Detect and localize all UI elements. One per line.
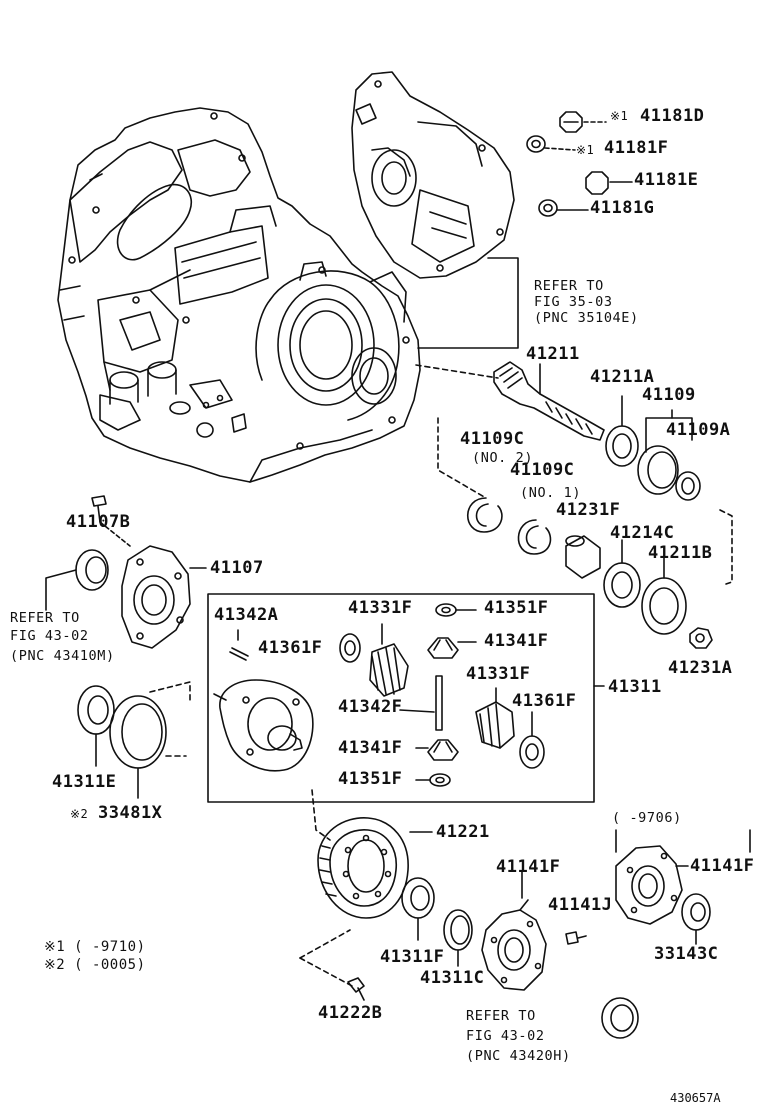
part-label-41311c: 41311C	[420, 968, 485, 988]
part-label-41221: 41221	[436, 822, 490, 842]
pin-41342a	[229, 629, 249, 661]
shaft-41342f	[399, 675, 443, 731]
part-label-41181f: 41181F	[604, 138, 669, 158]
ref-43-02-b-line3: (PNC 43420H)	[466, 1048, 571, 1064]
note-mark-1-f: ※1	[576, 143, 595, 157]
bearing-41211b	[641, 555, 687, 635]
side-gear-41331f-a	[369, 623, 409, 697]
washer-41361f-b	[519, 711, 545, 769]
race-41109a	[675, 471, 701, 501]
ref-35-03-line2: FIG 35-03	[534, 294, 613, 310]
part-label-41231a: 41231A	[668, 658, 733, 678]
part-label-41341f-b: 41341F	[338, 738, 403, 758]
seal-ref-43410m	[45, 549, 109, 611]
race-41311c	[443, 909, 473, 967]
qualifier-no1: (NO. 1)	[520, 485, 582, 501]
part-label-41107b: 41107B	[66, 512, 131, 532]
part-label-41331f-a: 41331F	[348, 598, 413, 618]
part-label-41109c-no1: 41109C	[510, 460, 575, 480]
ref-43-02-a-line1: REFER TO	[10, 610, 80, 626]
part-label-41181g: 41181G	[590, 198, 655, 218]
differential-group-box	[207, 593, 595, 803]
bolt-41107b	[91, 495, 131, 547]
part-label-41331f-b: 41331F	[466, 664, 531, 684]
ring-gear-41221	[317, 817, 433, 919]
part-label-41107: 41107	[210, 558, 264, 578]
qualifier-no2: (NO. 2)	[472, 450, 534, 466]
seal-33143c	[681, 893, 711, 945]
bearing-41214c	[603, 539, 641, 608]
collar-41231f	[565, 535, 601, 579]
part-label-41109: 41109	[642, 385, 696, 405]
part-label-41109c-no2: 41109C	[460, 429, 525, 449]
bolt-41141j	[565, 931, 587, 945]
part-label-41351f-b: 41351F	[338, 769, 403, 789]
part-label-41211b: 41211B	[648, 543, 713, 563]
ref-43-02-a-line3: (PNC 43410M)	[10, 648, 115, 664]
note-mark-2: ※2	[70, 807, 89, 821]
part-label-41141j: 41141J	[548, 895, 613, 915]
part-label-41181e: 41181E	[634, 170, 699, 190]
ref-43-02-b-line2: FIG 43-02	[466, 1028, 545, 1044]
part-label-41311f: 41311F	[380, 947, 445, 967]
bearing-41109	[637, 409, 693, 495]
bell-housing-illustration	[351, 71, 515, 279]
part-label-41311e: 41311E	[52, 772, 117, 792]
nut-41231a	[689, 627, 713, 649]
part-label-41351f-a: 41351F	[484, 598, 549, 618]
part-label-41361f-a: 41361F	[258, 638, 323, 658]
ref-35-03-line3: (PNC 35104E)	[534, 310, 639, 326]
footnote-1: ※1 ( -9710)	[44, 939, 146, 955]
part-label-41341f-a: 41341F	[484, 631, 549, 651]
qualifier-range-9706: ( -9706)	[612, 810, 682, 826]
part-label-41231f: 41231F	[556, 500, 621, 520]
retainer-41141f-b	[615, 845, 689, 925]
side-gear-41331f-b	[475, 687, 515, 749]
illustration-code: 430657A	[670, 1091, 721, 1105]
gasket-41181g	[538, 199, 589, 217]
transaxle-case-illustration	[57, 107, 421, 483]
snap-ring-41109c-no1	[517, 519, 552, 555]
part-label-41222b: 41222B	[318, 1003, 383, 1023]
bolt-41222b	[347, 977, 365, 1001]
gasket-41181f	[526, 135, 576, 153]
ref-43-02-a-line2: FIG 43-02	[10, 628, 89, 644]
part-label-41141f-b: 41141F	[690, 856, 755, 876]
part-label-41181d: 41181D	[640, 106, 705, 126]
ref-43-02-b-line1: REFER TO	[466, 1008, 536, 1024]
part-label-41361f-b: 41361F	[512, 691, 577, 711]
part-label-41214c: 41214C	[610, 523, 675, 543]
bearing-41211a	[605, 395, 639, 467]
retainer-41141f-a	[481, 871, 547, 991]
part-label-41342a: 41342A	[214, 605, 279, 625]
pinion-41341f-a	[427, 637, 477, 659]
bearing-41311f	[401, 877, 435, 941]
part-label-41109a: 41109A	[666, 420, 731, 440]
part-label-41211a: 41211A	[590, 367, 655, 387]
part-label-41311: 41311	[608, 677, 662, 697]
part-label-41342f: 41342F	[338, 697, 403, 717]
drain-plug-41181d	[559, 111, 607, 133]
part-label-33481x: 33481X	[98, 803, 163, 823]
snap-ring-41109c-no2	[467, 497, 503, 533]
part-label-33143c: 33143C	[654, 944, 719, 964]
retainer-41107	[121, 545, 207, 649]
bearing-41311e	[77, 685, 115, 767]
washer-41361f-a	[339, 633, 361, 663]
footnote-2: ※2 ( -0005)	[44, 957, 146, 973]
shaft-41211	[493, 361, 605, 441]
washer-41351f-b	[415, 773, 451, 787]
ref-35-03-line1: REFER TO	[534, 278, 604, 294]
washer-41351f-a	[435, 603, 477, 617]
differential-case	[213, 679, 314, 772]
note-mark-1-d: ※1	[610, 109, 629, 123]
plug-41181e	[585, 171, 633, 195]
part-label-41141f-a: 41141F	[496, 857, 561, 877]
ring-33481x	[109, 695, 167, 799]
pinion-41341f-b	[415, 739, 459, 761]
part-label-41211: 41211	[526, 344, 580, 364]
seal-ref-43420h	[601, 997, 639, 1039]
